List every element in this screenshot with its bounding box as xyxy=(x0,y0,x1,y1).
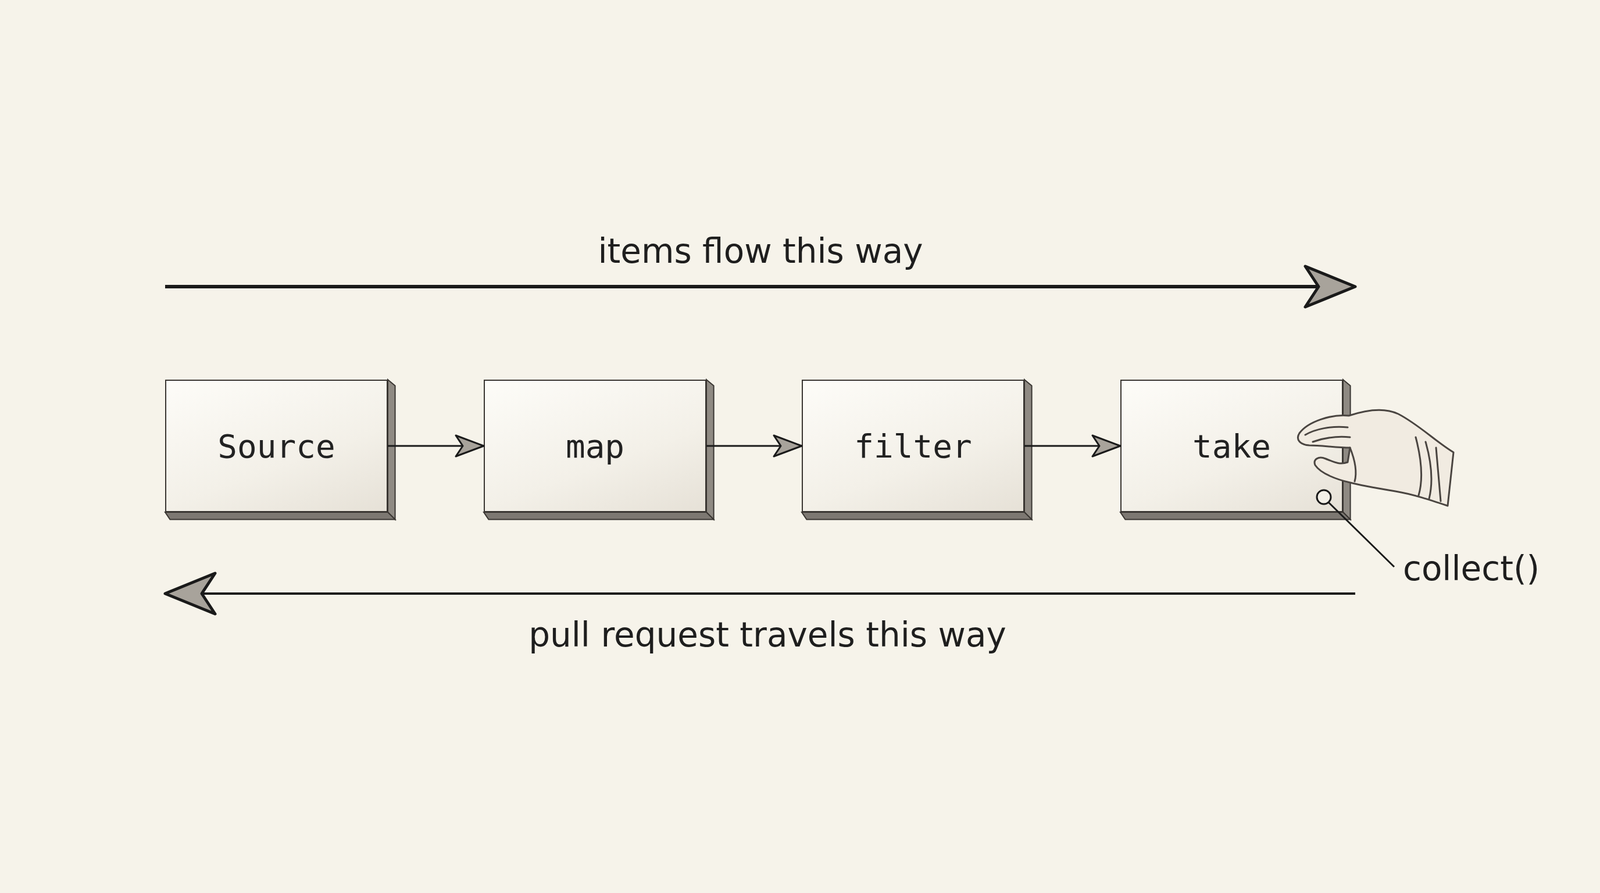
annotation-text: collect() xyxy=(1402,548,1540,589)
flow-connector xyxy=(706,445,802,448)
flow-connector xyxy=(1024,445,1121,448)
process-box: Source xyxy=(165,379,388,513)
node-label: take xyxy=(1192,427,1271,466)
box-side xyxy=(1343,379,1351,520)
process-box: map xyxy=(483,379,707,513)
node-label: filter xyxy=(854,427,972,466)
process-box: take xyxy=(1120,379,1344,513)
box-bottom xyxy=(165,512,396,520)
node-label: Source xyxy=(217,427,335,466)
flow-arrow-head xyxy=(1305,266,1356,307)
node-label: map xyxy=(565,427,625,466)
box-bottom xyxy=(801,512,1032,520)
box-side xyxy=(387,379,396,520)
pull-arrow-head xyxy=(165,573,216,614)
box-side xyxy=(706,379,714,520)
flow-arrow-line xyxy=(165,284,1320,289)
annotation-text: items flow this way xyxy=(597,231,923,271)
box-bottom xyxy=(1120,512,1351,520)
box-side xyxy=(1024,379,1032,520)
process-box: filter xyxy=(801,379,1025,513)
annotation-text: pull request travels this way xyxy=(528,615,1007,655)
box-bottom xyxy=(483,512,714,520)
flow-connector xyxy=(387,445,484,448)
pull-arrow-line xyxy=(200,592,1356,595)
